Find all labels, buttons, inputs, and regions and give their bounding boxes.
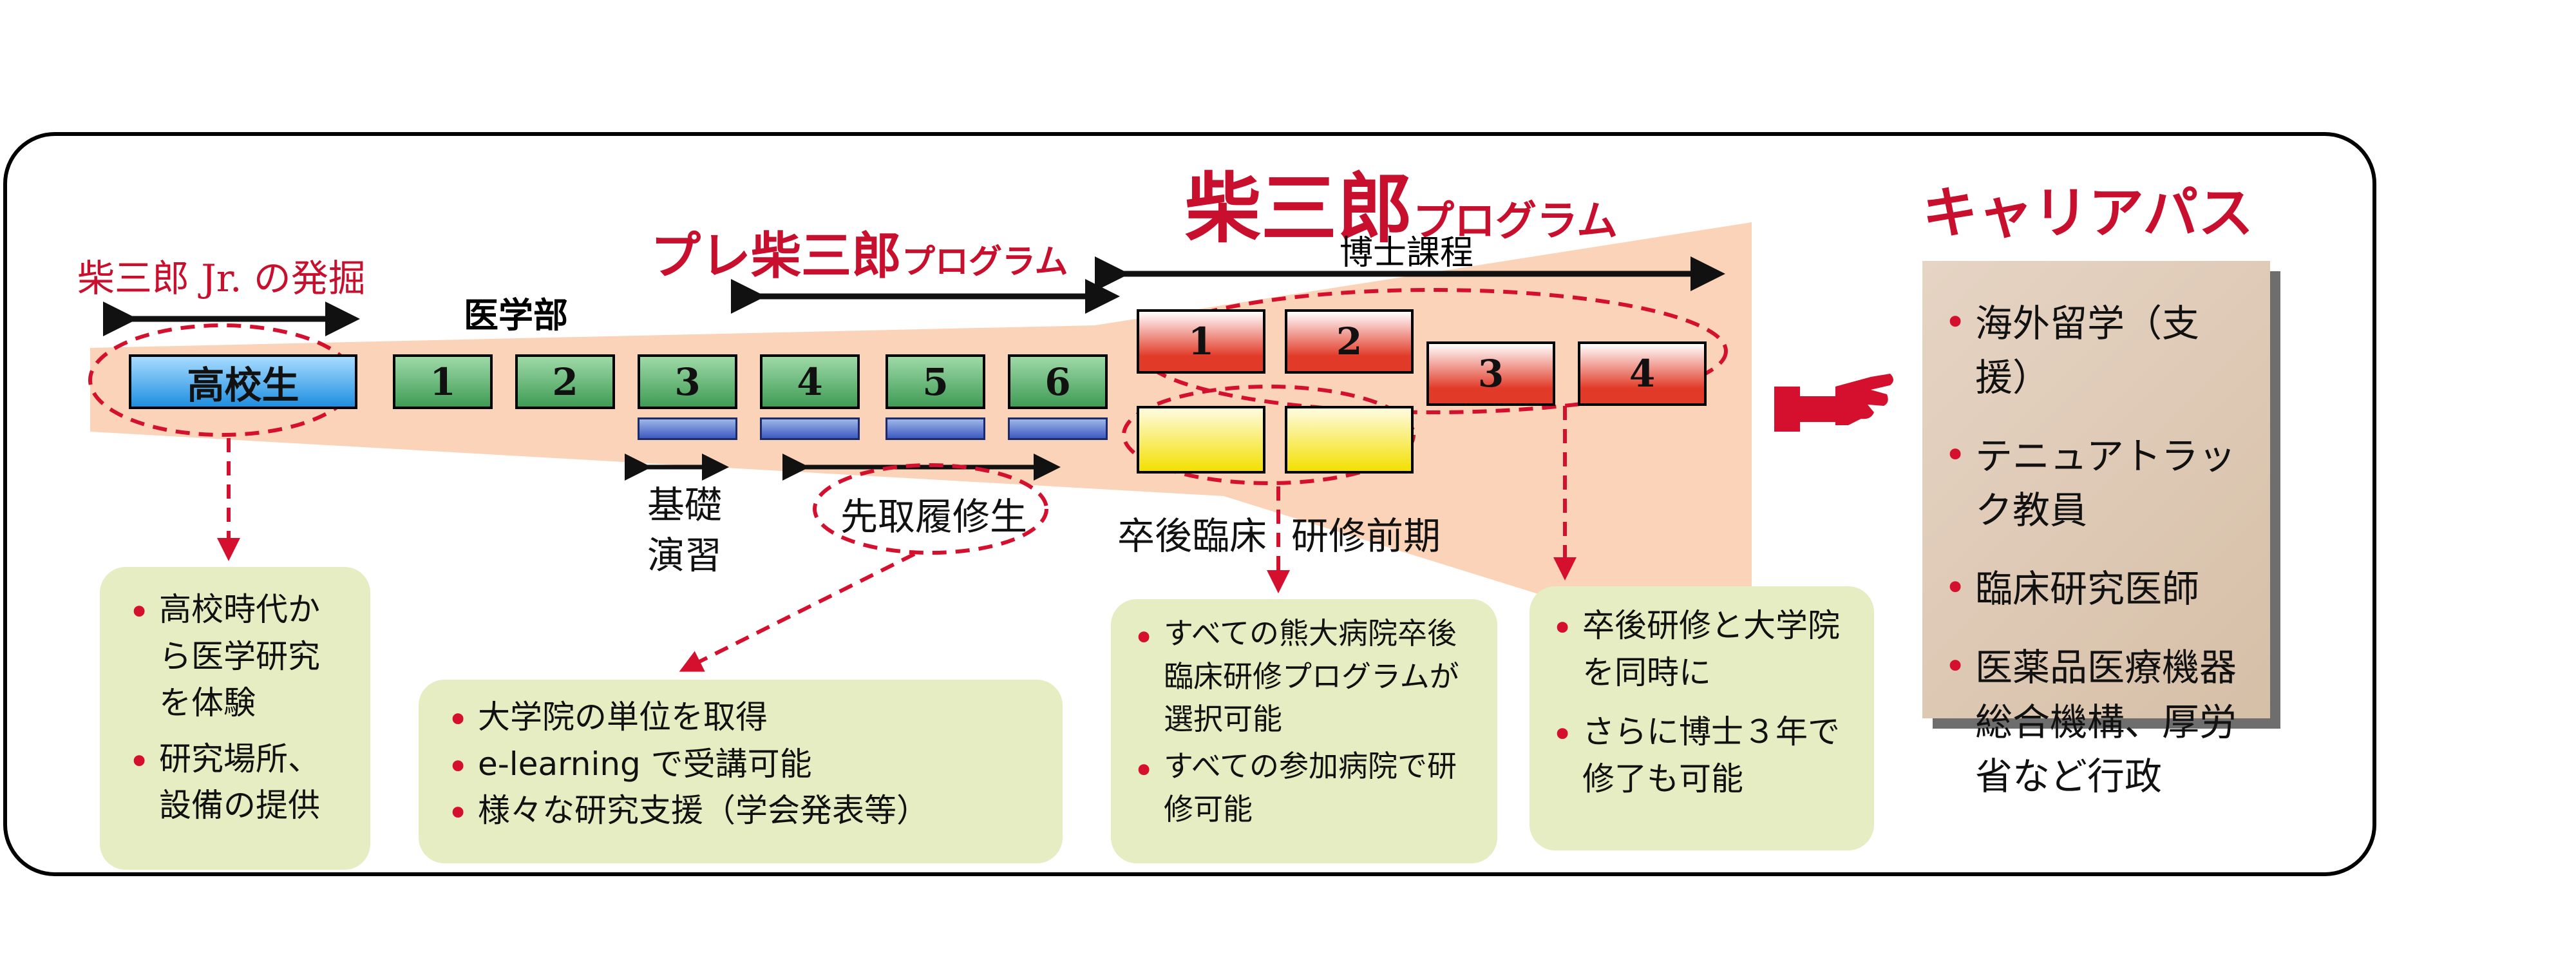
kiso-bar xyxy=(638,417,737,440)
grad-note-arrow xyxy=(679,552,916,672)
career-item: 海外留学（支援） xyxy=(1942,295,2251,405)
kenshu-zenki-label: 研修前期 xyxy=(1291,514,1441,558)
highschool-note: 高校時代から医学研究を体験 研究場所、設備の提供 xyxy=(100,567,370,870)
year-3-box: 3 xyxy=(638,354,737,409)
grad-note-item: 様々な研究支援（学会発表等） xyxy=(444,786,1043,840)
grad-note-item: e-learning で受講可能 xyxy=(444,740,1043,794)
phd-course-label: 博士課程 xyxy=(1340,234,1474,273)
highschool-box: 高校生 xyxy=(129,354,357,409)
year-5-box: 5 xyxy=(886,354,985,409)
senshu-bar-6 xyxy=(1008,417,1108,440)
career-item: 医薬品医療機器総合機構、厚労省など行政 xyxy=(1942,639,2251,803)
senshu-ellipse xyxy=(813,463,1048,555)
phd-ellipse xyxy=(1138,288,1728,414)
phd-note-item: 卒後研修と大学院を同時に xyxy=(1549,601,1858,696)
career-item: テニュアトラック教員 xyxy=(1942,428,2251,537)
clinical-ellipse xyxy=(1122,385,1416,485)
grad-note-item: 大学院の単位を取得 xyxy=(444,693,1043,747)
pre-program-title-suffix: プログラム xyxy=(902,242,1068,282)
career-path-title: キャリアパス xyxy=(1922,180,2254,245)
main-program-title-suffix: プログラム xyxy=(1413,197,1618,245)
year-2-box: 2 xyxy=(515,354,615,409)
main-program-title: 柴三郎プログラム xyxy=(1185,147,1618,257)
main-program-title-main: 柴三郎 xyxy=(1185,164,1414,253)
pre-program-title: プレ柴三郎プログラム xyxy=(650,216,1068,288)
hospital-note: すべての熊大病院卒後臨床研修プログラムが選択可能 すべての参加病院で研修可能 xyxy=(1111,599,1497,863)
phd-note: 卒後研修と大学院を同時に さらに博士３年で修了も可能 xyxy=(1530,586,1874,850)
year-6-box: 6 xyxy=(1008,354,1108,409)
year-1-box: 1 xyxy=(393,354,493,409)
pointing-hand-icon xyxy=(1774,374,1893,432)
clinical-training-box-1 xyxy=(1137,406,1265,474)
hospital-note-item: すべての熊大病院卒後臨床研修プログラムが選択可能 xyxy=(1130,611,1484,741)
senshu-bar-4 xyxy=(760,417,860,440)
highschool-note-item: 研究場所、設備の提供 xyxy=(126,734,351,829)
phd-note-item: さらに博士３年で修了も可能 xyxy=(1549,707,1858,802)
phd-year-3-box: 3 xyxy=(1426,341,1555,406)
career-item: 臨床研究医師 xyxy=(1942,560,2251,616)
phd-year-4-box: 4 xyxy=(1578,341,1707,406)
grad-credit-note: 大学院の単位を取得 e-learning で受講可能 様々な研究支援（学会発表等… xyxy=(419,680,1063,863)
phd-year-1-box: 1 xyxy=(1137,309,1265,374)
kiso-label-line-2: 演習 xyxy=(647,533,723,578)
senshu-label: 先取履修生 xyxy=(840,495,1028,539)
sotsugo-rinsho-label: 卒後臨床 xyxy=(1117,514,1267,558)
kiso-label-line-1: 基礎 xyxy=(647,483,723,527)
career-path-panel: 海外留学（支援） テニュアトラック教員 臨床研究医師 医薬品医療機器総合機構、厚… xyxy=(1922,261,2270,798)
pre-program-title-main: プレ柴三郎 xyxy=(650,227,902,285)
hospital-note-item: すべての参加病院で研修可能 xyxy=(1130,743,1484,830)
highschool-note-item: 高校時代から医学研究を体験 xyxy=(126,585,351,727)
med-school-label: 医学部 xyxy=(464,294,568,336)
diagram-frame xyxy=(3,132,2376,876)
clinical-training-box-2 xyxy=(1285,406,1414,474)
kiso-enshu-label: 基礎 演習 xyxy=(647,480,722,581)
senshu-bar-5 xyxy=(886,417,985,440)
phd-year-2-box: 2 xyxy=(1285,309,1414,374)
year-4-box: 4 xyxy=(760,354,860,409)
jr-discovery-label: 柴三郎 Jr. の発掘 xyxy=(77,256,366,300)
